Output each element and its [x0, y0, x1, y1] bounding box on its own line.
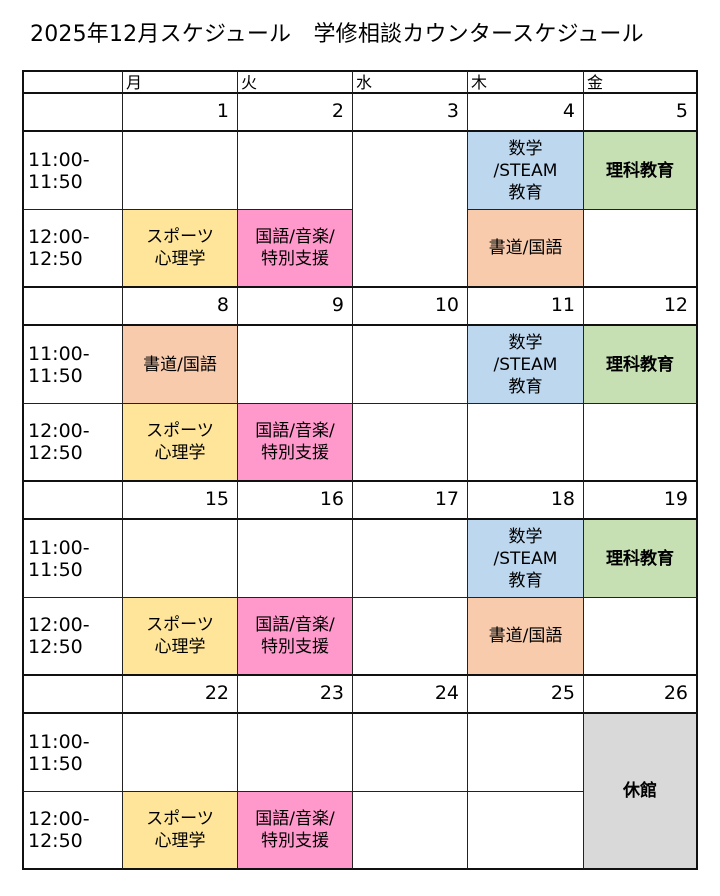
date-number: 15 [123, 482, 238, 520]
event-cell: 書道/国語 [468, 210, 584, 288]
date-number: 17 [353, 482, 468, 520]
date-number: 10 [353, 288, 468, 326]
date-number: 22 [123, 676, 238, 714]
event-cell: 国語/音楽/ 特別支援 [238, 598, 353, 676]
event-cell: 理科教育 [584, 132, 698, 210]
event-cell: 国語/音楽/ 特別支援 [238, 210, 353, 288]
time-slot-label: 11:00- 11:50 [22, 326, 123, 404]
date-number: 2 [238, 94, 353, 132]
date-number: 23 [238, 676, 353, 714]
date-row-label [22, 94, 123, 132]
date-number: 18 [468, 482, 584, 520]
date-number: 8 [123, 288, 238, 326]
date-number: 16 [238, 482, 353, 520]
empty-cell [123, 714, 238, 792]
date-row-label [22, 676, 123, 714]
empty-cell [238, 520, 353, 598]
date-number: 9 [238, 288, 353, 326]
empty-cell [468, 792, 584, 870]
time-slot-label: 12:00- 12:50 [22, 210, 123, 288]
event-cell: スポーツ 心理学 [123, 792, 238, 870]
time-slot-label: 12:00- 12:50 [22, 598, 123, 676]
closed-cell: 休館 [584, 714, 698, 870]
day-of-week-header: 火 [238, 70, 353, 94]
event-cell: 数学 /STEAM 教育 [468, 132, 584, 210]
event-cell: スポーツ 心理学 [123, 210, 238, 288]
event-cell: 国語/音楽/ 特別支援 [238, 404, 353, 482]
day-of-week-header: 木 [468, 70, 584, 94]
date-row-label [22, 482, 123, 520]
time-slot-label: 12:00- 12:50 [22, 792, 123, 870]
empty-cell [123, 132, 238, 210]
page-title: 2025年12月スケジュール 学修相談カウンタースケジュール [30, 22, 644, 47]
empty-cell [238, 132, 353, 210]
date-row-label [22, 288, 123, 326]
event-cell: 書道/国語 [468, 598, 584, 676]
empty-cell [123, 520, 238, 598]
event-cell: 国語/音楽/ 特別支援 [238, 792, 353, 870]
empty-cell [468, 714, 584, 792]
date-number: 1 [123, 94, 238, 132]
time-slot-label: 11:00- 11:50 [22, 520, 123, 598]
event-cell: 数学 /STEAM 教育 [468, 326, 584, 404]
date-number: 24 [353, 676, 468, 714]
empty-cell [353, 714, 468, 792]
empty-cell [584, 210, 698, 288]
event-cell: スポーツ 心理学 [123, 404, 238, 482]
empty-cell [468, 404, 584, 482]
event-cell: 数学 /STEAM 教育 [468, 520, 584, 598]
date-number: 11 [468, 288, 584, 326]
date-number: 26 [584, 676, 698, 714]
date-number: 5 [584, 94, 698, 132]
empty-cell [353, 598, 468, 676]
event-cell: スポーツ 心理学 [123, 598, 238, 676]
date-number: 25 [468, 676, 584, 714]
empty-cell [353, 792, 468, 870]
date-number: 4 [468, 94, 584, 132]
empty-cell [353, 520, 468, 598]
event-cell: 書道/国語 [123, 326, 238, 404]
time-slot-label: 11:00- 11:50 [22, 714, 123, 792]
date-number: 19 [584, 482, 698, 520]
empty-cell [353, 326, 468, 404]
event-cell: 理科教育 [584, 520, 698, 598]
date-number: 3 [353, 94, 468, 132]
empty-cell [238, 326, 353, 404]
empty-cell [353, 132, 468, 288]
empty-cell [238, 714, 353, 792]
date-number: 12 [584, 288, 698, 326]
time-slot-label: 11:00- 11:50 [22, 132, 123, 210]
day-of-week-header: 水 [353, 70, 468, 94]
header-corner [22, 70, 123, 94]
empty-cell [584, 598, 698, 676]
event-cell: 理科教育 [584, 326, 698, 404]
time-slot-label: 12:00- 12:50 [22, 404, 123, 482]
day-of-week-header: 月 [123, 70, 238, 94]
empty-cell [353, 404, 468, 482]
empty-cell [584, 404, 698, 482]
day-of-week-header: 金 [584, 70, 698, 94]
